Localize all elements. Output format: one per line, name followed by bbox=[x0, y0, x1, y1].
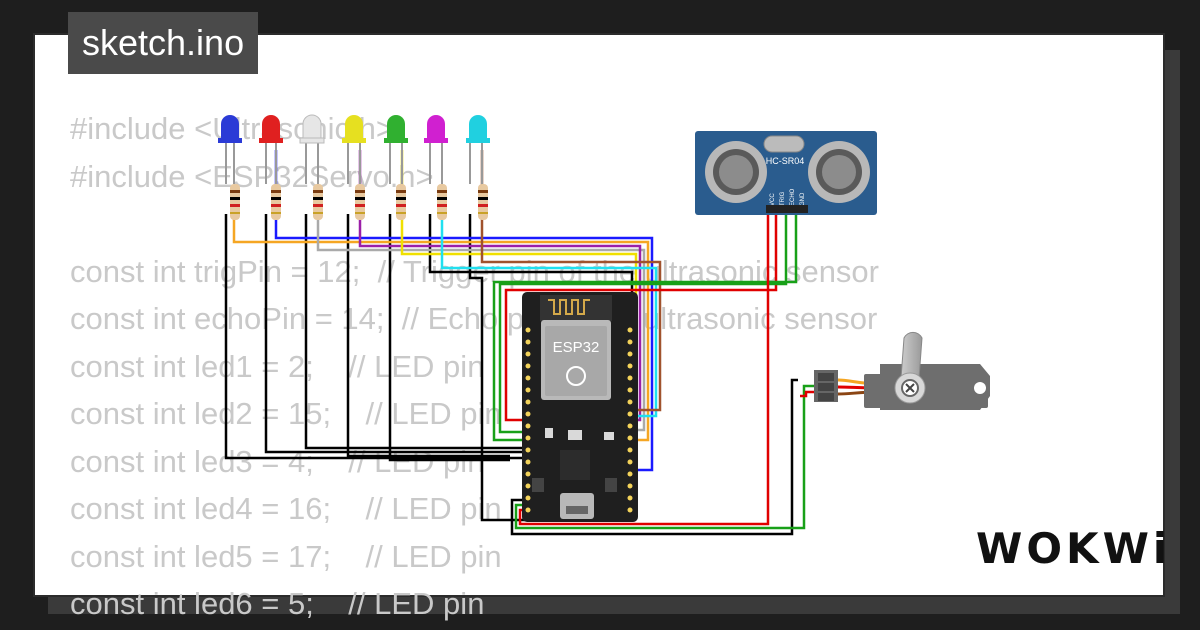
led-row bbox=[218, 114, 490, 184]
led-blue bbox=[218, 115, 242, 184]
ultrasonic-sensor: HC-SR04 VCC TRIG ECHO GND bbox=[695, 131, 877, 215]
sensor-pin-gnd: GND bbox=[800, 192, 806, 206]
sensor-pin-echo: ECHO bbox=[790, 188, 796, 206]
led-white bbox=[299, 114, 325, 184]
code-line-4: const int trigPin = 12; // Trigger pin o… bbox=[70, 253, 879, 289]
resistor-6 bbox=[437, 184, 447, 220]
resistor-5 bbox=[396, 184, 406, 220]
sensor-pin-vcc: VCC bbox=[770, 193, 776, 206]
led-magenta bbox=[424, 115, 448, 184]
resistor-row bbox=[230, 184, 488, 220]
led-cyan bbox=[466, 115, 490, 184]
resistor-2 bbox=[271, 184, 281, 220]
sketch-title: sketch.ino bbox=[68, 12, 259, 74]
esp32-board: ESP32 bbox=[522, 292, 638, 522]
led-green bbox=[384, 115, 408, 184]
code-line-7: const int led2 = 15; // LED pin bbox=[70, 396, 502, 431]
wokwi-logo: WOKWi bbox=[976, 524, 1172, 573]
code-line-10: const int led5 = 17; // LED pin bbox=[70, 538, 502, 574]
code-line-9: const int led4 = 16; // LED pin bbox=[70, 491, 502, 526]
resistor-7 bbox=[478, 184, 488, 220]
servo-motor bbox=[814, 331, 990, 410]
resistor-3 bbox=[313, 184, 323, 220]
code-line-6: const int led1 = 2; // LED pin bbox=[70, 348, 485, 384]
led-red bbox=[259, 115, 283, 184]
code-line-11: const int led6 = 5; // LED pin bbox=[70, 586, 485, 621]
led-yellow bbox=[342, 115, 366, 184]
resistor-4 bbox=[355, 184, 365, 220]
esp32-label: ESP32 bbox=[553, 339, 600, 356]
sensor-pin-trig: TRIG bbox=[780, 191, 786, 206]
resistor-1 bbox=[230, 184, 240, 220]
sensor-label: HC-SR04 bbox=[766, 156, 805, 166]
